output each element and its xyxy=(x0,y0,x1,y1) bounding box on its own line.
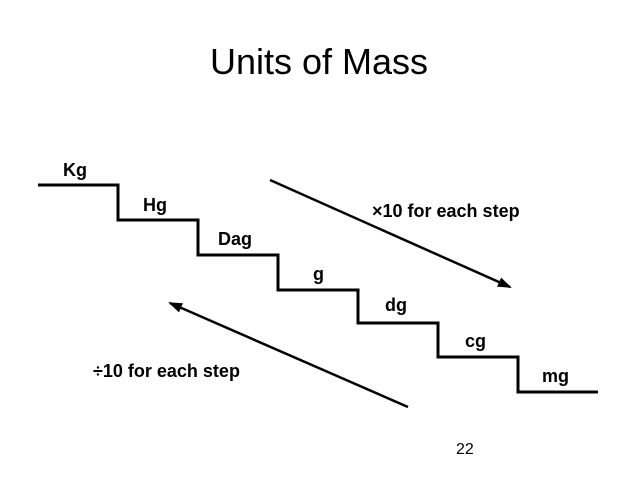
slide-title: Units of Mass xyxy=(209,41,429,82)
unit-label-kilogram: Kg xyxy=(63,160,87,180)
divide-arrow xyxy=(168,301,409,409)
unit-label-decigram: dg xyxy=(385,295,407,315)
unit-label-gram: g xyxy=(313,264,324,284)
multiply-arrow xyxy=(269,178,512,289)
page-number: 22 xyxy=(456,441,474,458)
unit-label-centigram: cg xyxy=(465,331,486,351)
staircase-line xyxy=(38,183,598,394)
multiply-rule-label: ×10 for each step xyxy=(372,201,520,221)
unit-label-hectogram: Hg xyxy=(143,195,167,215)
divide-rule-label: ÷10 for each step xyxy=(93,361,240,381)
unit-label-milligram: mg xyxy=(542,366,569,386)
unit-label-decagram: Dag xyxy=(218,229,252,249)
